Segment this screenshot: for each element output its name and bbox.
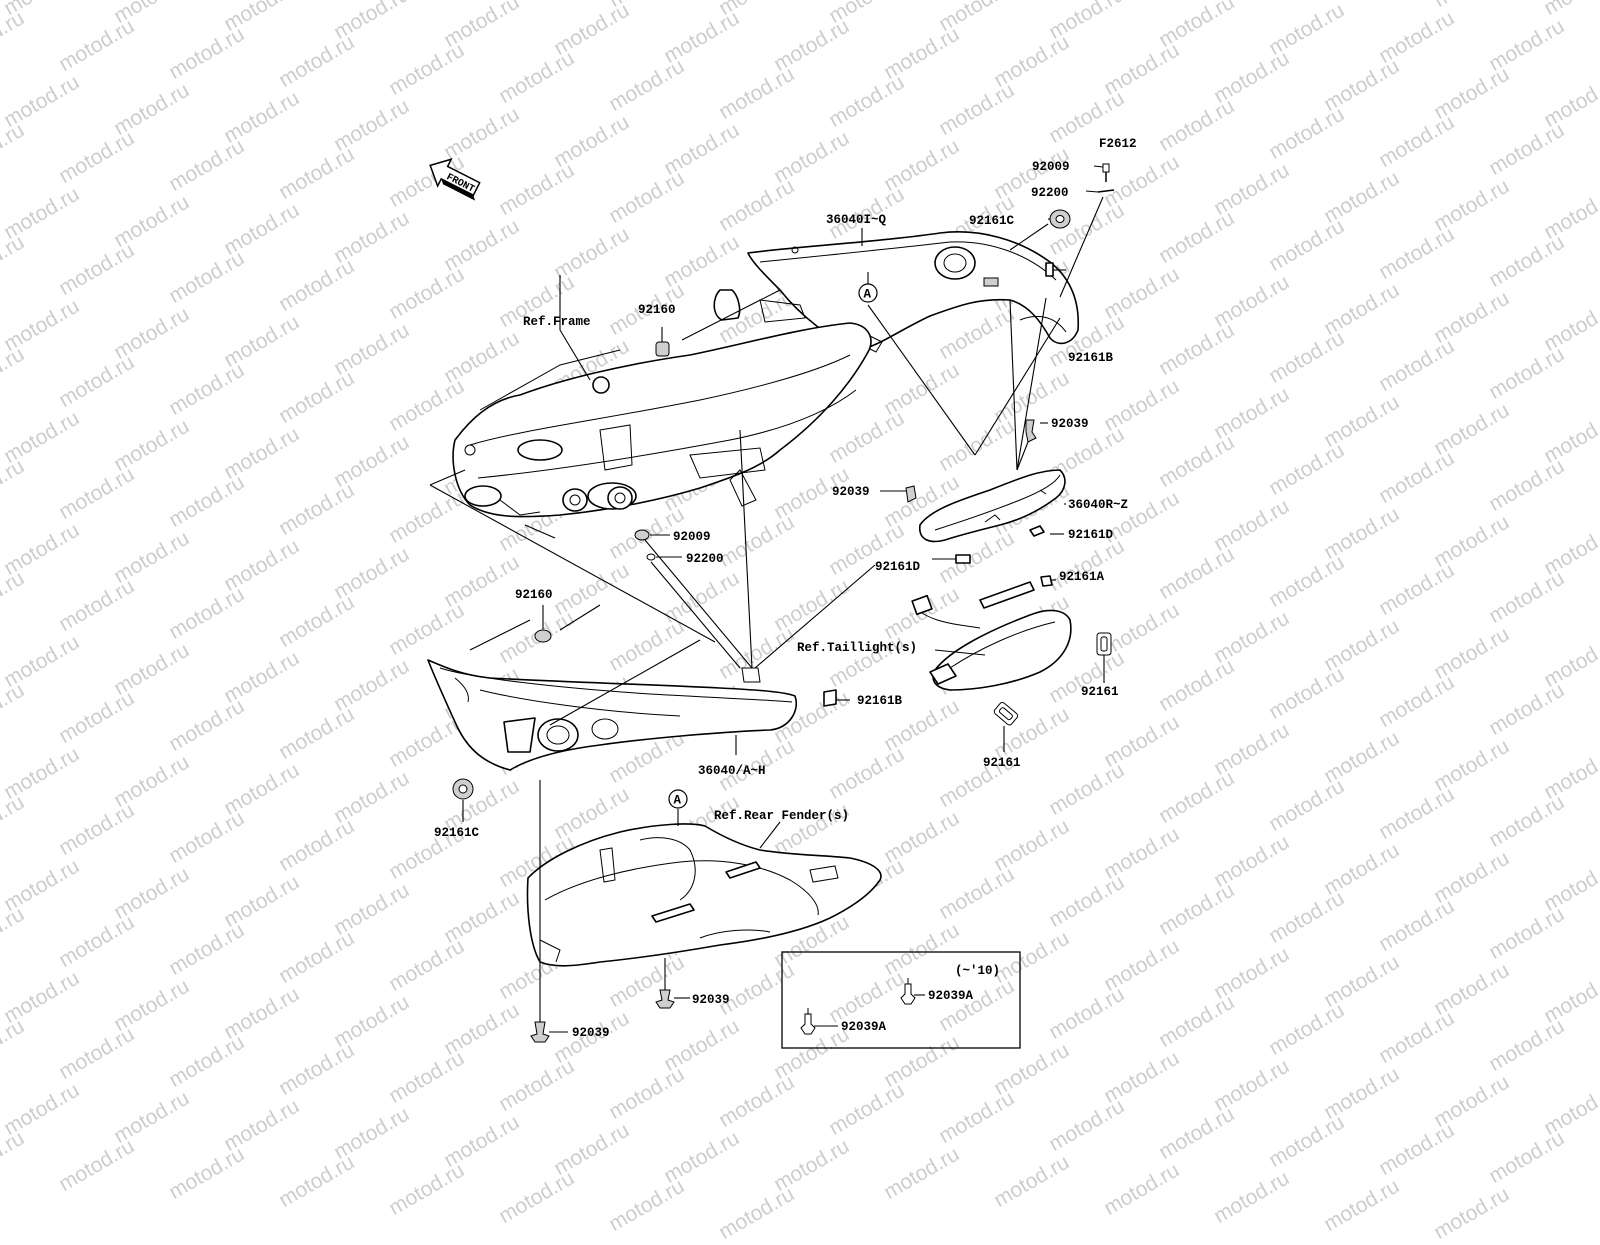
inset-note: (~'10) bbox=[955, 964, 1000, 978]
clip-92039-bot2-icon bbox=[655, 989, 675, 1009]
label-36040r-z: 36040R~Z bbox=[1068, 498, 1128, 512]
label-92161b-top: 92161B bbox=[1068, 351, 1114, 365]
rear-fender-reference-part bbox=[526, 823, 882, 967]
front-arrow-icon: FRONT bbox=[429, 158, 481, 201]
label-92161-r: 92161 bbox=[1081, 685, 1119, 699]
upper-side-cover-part bbox=[747, 231, 1080, 353]
callout-a-upper: A bbox=[858, 283, 878, 303]
exploded-parts-diagram: FRONT F2612 bbox=[427, 137, 1137, 1049]
label-92009-top: 92009 bbox=[1032, 160, 1070, 174]
clip-92039-bot1-icon bbox=[530, 1021, 550, 1043]
bolt-92009-mid-icon bbox=[634, 529, 650, 541]
grommet-92161c-bot-icon bbox=[452, 778, 474, 800]
fastener-92009-top-icon bbox=[1102, 163, 1110, 182]
gasket-92161-b-icon bbox=[993, 701, 1019, 726]
diagram-code: F2612 bbox=[1099, 137, 1137, 151]
label-92039a-1: 92039A bbox=[928, 989, 974, 1003]
label-92200-mid: 92200 bbox=[686, 552, 724, 566]
lower-side-cover-part bbox=[427, 659, 797, 771]
pad-92161d-l-icon bbox=[955, 554, 971, 564]
clip-92039-r2-icon bbox=[905, 485, 917, 503]
label-ref-frame: Ref.Frame bbox=[523, 315, 591, 329]
pad-92161b-top-icon bbox=[1045, 262, 1054, 277]
label-92039-bot1: 92039 bbox=[572, 1026, 610, 1040]
pad-92161d-r-icon bbox=[1029, 525, 1045, 537]
small-side-cover-part bbox=[919, 469, 1066, 543]
label-92161a: 92161A bbox=[1059, 570, 1105, 584]
pad-92161b-mid-icon bbox=[823, 689, 837, 707]
part-labels: 92009 92200 92161C 36040I~Q 92160 Ref.Fr… bbox=[434, 160, 1128, 1040]
leader-lines bbox=[429, 165, 1105, 1033]
label-92039-r2: 92039 bbox=[832, 485, 870, 499]
label-92161-b: 92161 bbox=[983, 756, 1021, 770]
label-92161c-bot: 92161C bbox=[434, 826, 480, 840]
label-92039-bot2: 92039 bbox=[692, 993, 730, 1007]
label-36040-a-h: 36040/A~H bbox=[698, 764, 766, 778]
label-92161d-r: 92161D bbox=[1068, 528, 1114, 542]
label-92161d-l: 92161D bbox=[875, 560, 921, 574]
nut-92160-top-icon bbox=[655, 341, 670, 357]
label-92200-top: 92200 bbox=[1031, 186, 1069, 200]
label-92160-top: 92160 bbox=[638, 303, 676, 317]
label-92009-mid: 92009 bbox=[673, 530, 711, 544]
grommet-92161c-top-icon bbox=[1049, 209, 1071, 229]
taillight-reference-part bbox=[911, 575, 1072, 691]
svg-text:A: A bbox=[864, 288, 872, 302]
washer-92200-mid-icon bbox=[646, 553, 656, 561]
clip-92039a-2-icon bbox=[800, 1008, 816, 1035]
label-92039a-2: 92039A bbox=[841, 1020, 887, 1034]
gasket-92161-r-icon bbox=[1096, 632, 1112, 656]
label-36040i-q: 36040I~Q bbox=[826, 213, 887, 227]
label-92161c-top: 92161C bbox=[969, 214, 1015, 228]
nut-92160-mid-icon bbox=[534, 629, 552, 643]
label-92160-mid: 92160 bbox=[515, 588, 553, 602]
frame-reference-part bbox=[452, 289, 872, 518]
callout-a-lower: A bbox=[668, 789, 688, 809]
svg-text:A: A bbox=[674, 794, 682, 808]
label-92161b-mid: 92161B bbox=[857, 694, 903, 708]
clip-92039a-1-icon bbox=[900, 978, 916, 1005]
inset-box: (~'10) 92039A 92039A bbox=[781, 951, 1021, 1049]
washer-92200-top-icon bbox=[1097, 189, 1115, 193]
label-92039-r1: 92039 bbox=[1051, 417, 1089, 431]
label-ref-rear-fender: Ref.Rear Fender(s) bbox=[714, 809, 849, 823]
label-ref-taillight: Ref.Taillight(s) bbox=[797, 641, 917, 655]
clip-92039-r1-icon bbox=[1025, 419, 1037, 443]
